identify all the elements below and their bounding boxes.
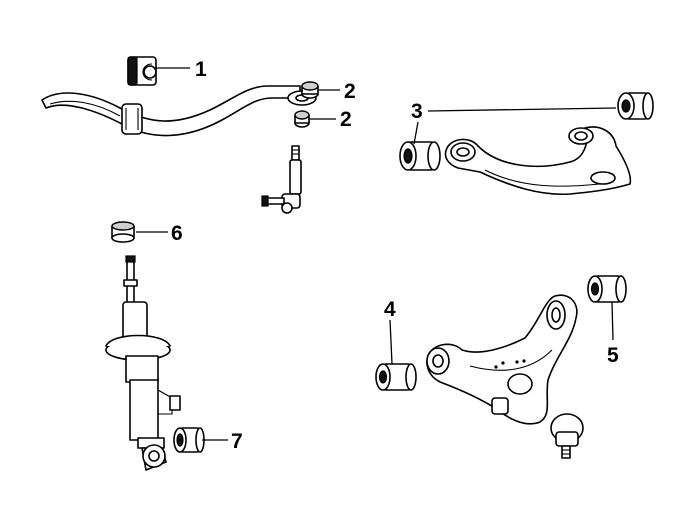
lower-ball-joint <box>550 413 584 459</box>
callout-6: 6 <box>171 222 183 245</box>
part-2-upper-grommet <box>301 81 319 99</box>
part-7-shock-lower-bushing <box>173 427 205 453</box>
callout-1: 1 <box>195 58 207 81</box>
stabilizer-bar <box>41 85 301 137</box>
callout-3: 3 <box>411 100 423 123</box>
callout-7: 7 <box>231 430 243 453</box>
upper-control-arm <box>444 126 632 196</box>
callout-2-upper: 2 <box>344 80 356 103</box>
callout-5: 5 <box>607 344 619 367</box>
part-3-upper-arm-bushing-right <box>617 92 654 120</box>
part-3-upper-arm-bushing-left <box>399 141 441 171</box>
shock-absorber <box>105 255 181 471</box>
stabilizer-link-rod <box>261 145 302 214</box>
part-4-lower-arm-bushing-front <box>375 363 417 391</box>
stabilizer-bar-bushing-on-bar <box>121 103 143 135</box>
part-6-strut-mount-bushing <box>111 221 135 243</box>
leader-lines <box>136 67 617 441</box>
lower-control-arm <box>426 294 578 425</box>
callout-2-lower: 2 <box>340 108 352 131</box>
part-2-lower-grommet <box>294 110 310 128</box>
callout-4: 4 <box>384 298 396 321</box>
part-5-lower-arm-bushing-rear <box>587 275 627 303</box>
part-1-stabilizer-bushing <box>127 56 157 86</box>
